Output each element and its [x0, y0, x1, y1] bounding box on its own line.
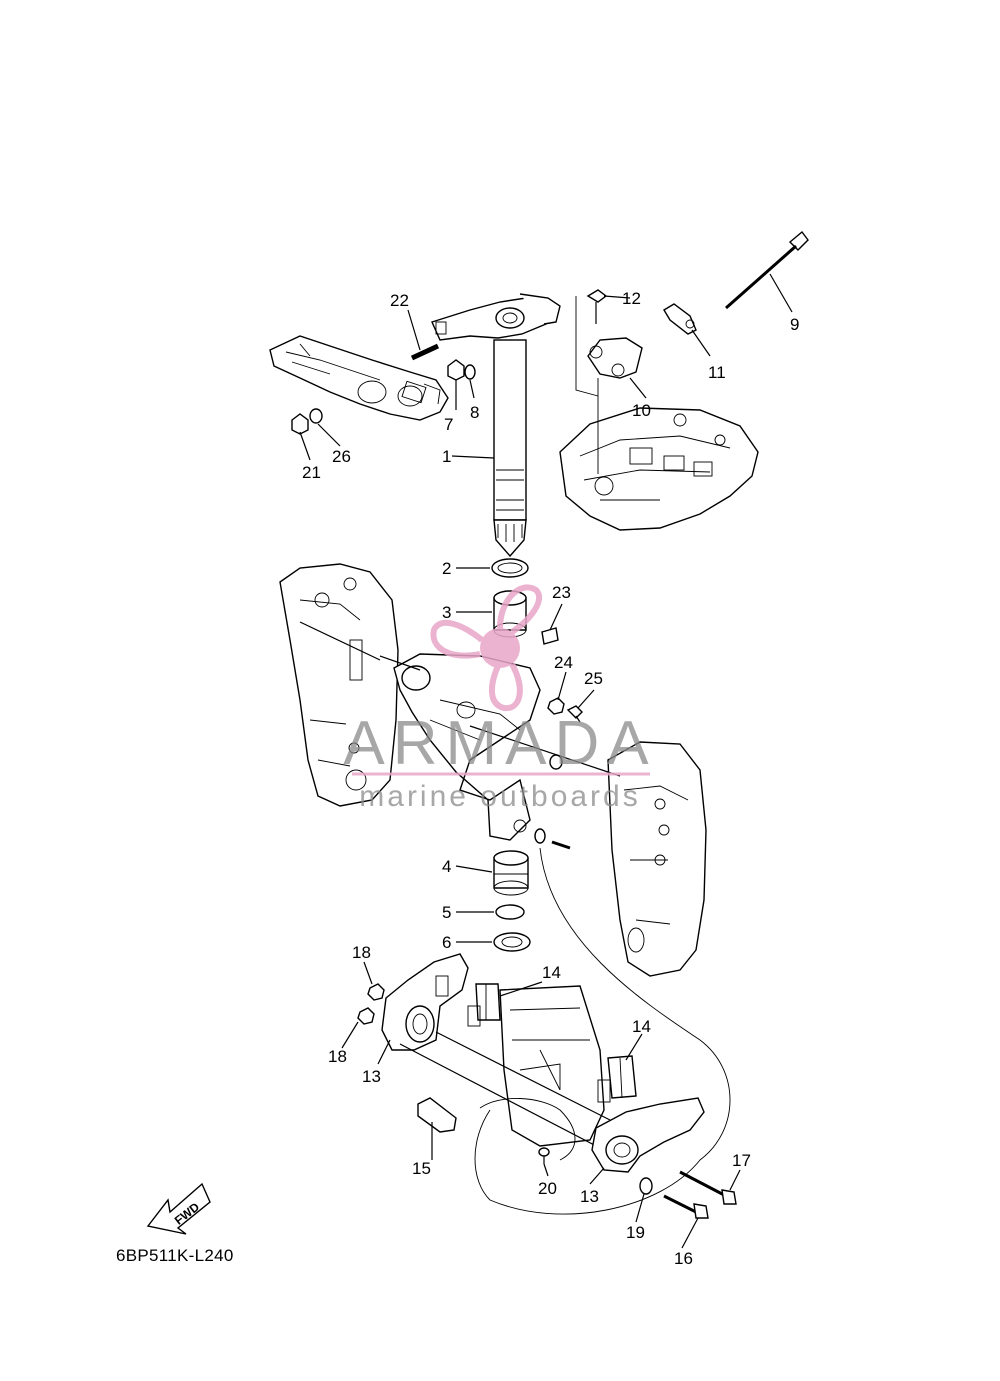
wire-loop [474, 847, 731, 1215]
trim-sensor [575, 296, 643, 474]
watermark-logo [352, 584, 650, 776]
washer-8 [464, 364, 476, 380]
part-number: 18 [352, 943, 371, 962]
watermark-logo-hub [480, 628, 520, 668]
part-number: 13 [580, 1187, 599, 1206]
watermark-brand: ARMADA [343, 709, 656, 778]
watermark-logo-petal [497, 584, 542, 635]
clamp-bracket-right [469, 725, 707, 977]
part-number: 24 [554, 653, 573, 672]
part-number: 12 [622, 289, 641, 308]
watermark-logo-petal [430, 619, 484, 659]
seal-6 [493, 932, 531, 952]
watermark-logo-petal [489, 662, 523, 712]
nut-18-top [367, 983, 385, 1001]
plate-23 [541, 627, 559, 645]
washer-19 [639, 1177, 653, 1195]
part-number: 17 [732, 1151, 751, 1170]
part-number: 10 [632, 401, 651, 420]
o-ring-5 [495, 904, 525, 920]
part-number: 2 [442, 559, 451, 578]
part-number: 7 [444, 415, 453, 434]
grease-nipple [534, 828, 571, 850]
part-number-labels: 1 2 3 4 5 6 7 8 9 10 11 12 13 13 14 14 1… [302, 289, 799, 1268]
part-number: 13 [362, 1067, 381, 1086]
bolt-12 [586, 289, 608, 324]
lower-case [479, 985, 605, 1161]
part-number: 4 [442, 857, 451, 876]
bolt-25 [566, 705, 583, 723]
mount-rubber-14-right [597, 1055, 637, 1103]
part-number: 8 [470, 403, 479, 422]
part-number: 1 [442, 447, 451, 466]
upper-mount-bracket [269, 335, 449, 421]
lower-mount-housing-right [591, 1097, 705, 1173]
part-number: 11 [708, 363, 726, 382]
lower-mount-housing-left [381, 953, 611, 1149]
steering-shaft [431, 293, 561, 558]
mount-rubber-14-left [467, 983, 501, 1027]
part-number: 18 [328, 1047, 347, 1066]
part-number: 23 [552, 583, 571, 602]
nut-7 [447, 359, 465, 381]
bolt-9 [725, 230, 809, 310]
fwd-arrow: FWD [146, 1182, 211, 1235]
bolt-17 [679, 1170, 737, 1205]
part-number: 22 [390, 291, 409, 310]
part-number: 26 [332, 447, 351, 466]
bottom-cowling [559, 407, 759, 531]
nut-18-bottom [357, 1007, 375, 1025]
bushing-4 [493, 850, 529, 896]
nut-21 [291, 413, 309, 435]
leader-lines [299, 273, 793, 1249]
part-number: 3 [442, 603, 451, 622]
part-number: 6 [442, 933, 451, 952]
clamp-11 [663, 303, 697, 335]
stud-22 [410, 343, 440, 361]
part-number: 9 [790, 315, 799, 334]
part-number: 15 [412, 1159, 431, 1178]
screw-20 [538, 1147, 550, 1164]
part-number: 19 [626, 1223, 645, 1242]
swivel-bracket [299, 621, 541, 841]
part-number: 14 [632, 1017, 651, 1036]
clamp-bracket-left [279, 563, 399, 807]
diagram-code: 6BP511K-L240 [116, 1246, 234, 1265]
part-number: 25 [584, 669, 603, 688]
part-number: 16 [674, 1249, 693, 1268]
washer-26 [309, 408, 323, 424]
bolt-16 [663, 1194, 709, 1219]
part-number: 20 [538, 1179, 557, 1198]
part-number: 14 [542, 963, 561, 982]
part-number: 21 [302, 463, 321, 482]
part-number: 5 [442, 903, 451, 922]
cap-15 [417, 1097, 457, 1133]
watermark-tagline: marine outboards [359, 780, 640, 813]
washer-2 [491, 558, 529, 578]
